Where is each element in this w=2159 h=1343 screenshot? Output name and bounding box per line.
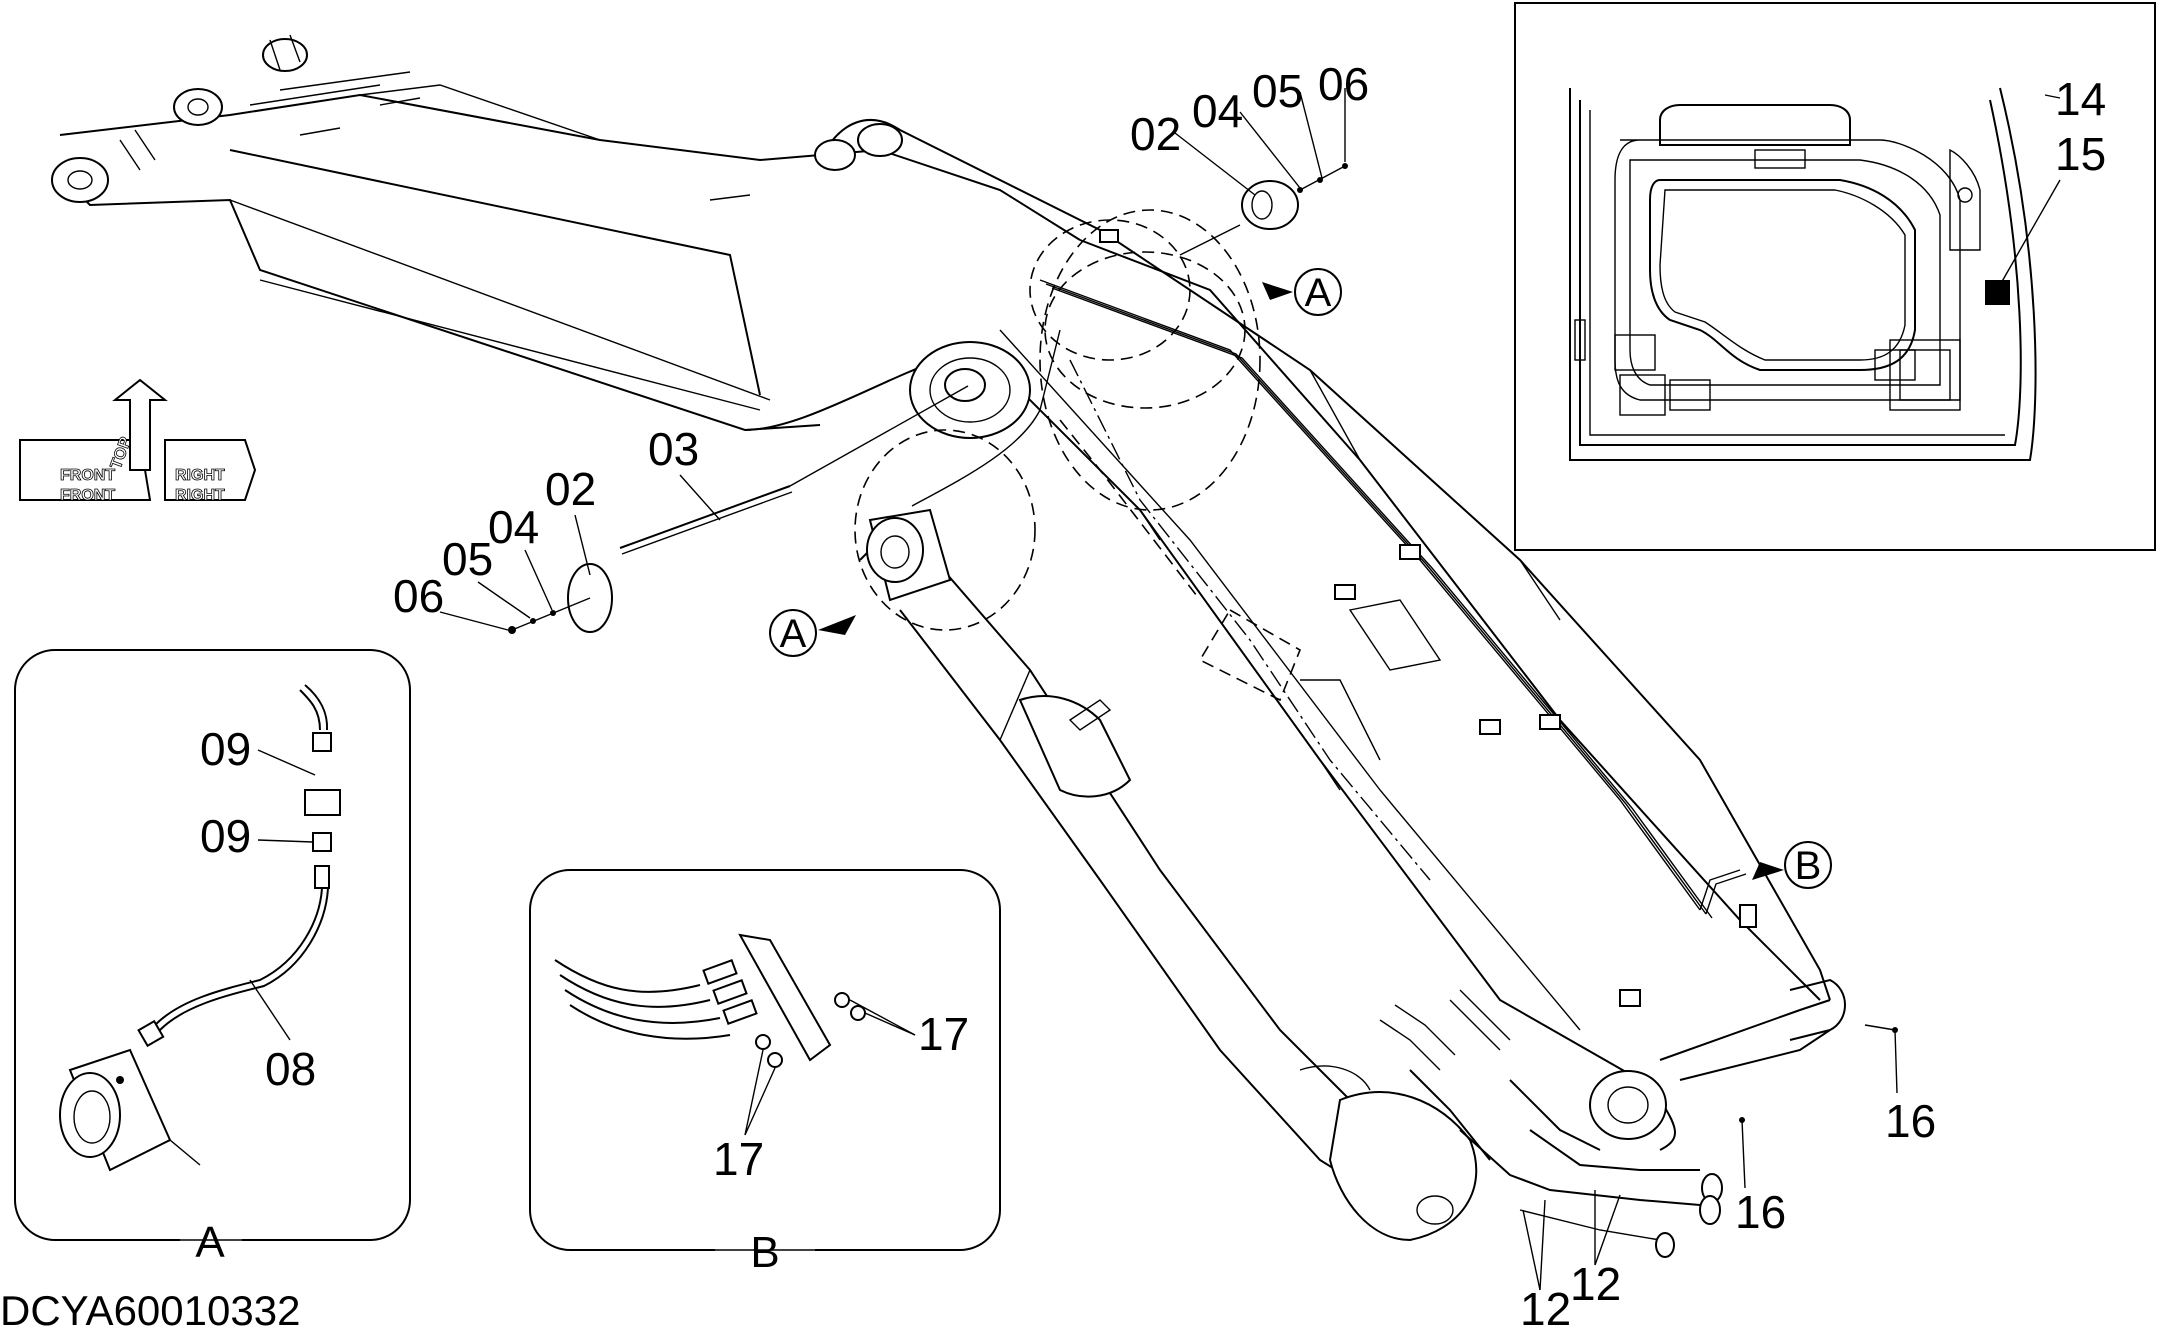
callout-09-upper: 09: [200, 723, 251, 775]
callout-16-bottom: 16: [1735, 1186, 1786, 1238]
callout-04-left: 04: [488, 501, 539, 553]
detail-ref-a-text: A: [780, 612, 807, 656]
callout-05-left: 05: [442, 533, 493, 585]
detail-ref-b-text: B: [1795, 844, 1822, 888]
callout-16-right: 16: [1885, 1095, 1936, 1147]
detail-b-box: B 17 17: [529, 869, 1001, 1277]
detail-ref-b: B: [1752, 841, 1832, 889]
callout-09-lower: 09: [200, 810, 251, 862]
pin-hardware-left: [508, 385, 969, 634]
detail-circles: [854, 209, 1261, 631]
callout-04-top: 04: [1192, 85, 1243, 137]
callout-02-left: 02: [545, 463, 596, 515]
callout-12-left: 12: [1520, 1283, 1571, 1335]
callout-12-right: 12: [1570, 1258, 1621, 1310]
callout-15: 15: [2055, 128, 2106, 180]
cab-inset: 14 15: [1514, 2, 2156, 551]
label-right-2: RIGHT: [175, 487, 225, 504]
detail-a-caption: A: [195, 1218, 225, 1267]
callout-17-bottom: 17: [713, 1133, 764, 1185]
detail-a-box: A 09 09 08: [14, 649, 411, 1267]
callout-06-left: 06: [393, 570, 444, 622]
boom-assembly: [51, 34, 1846, 1258]
detail-ref-a-lower: A: [769, 609, 856, 657]
document-code: DCYA60010332: [0, 1287, 300, 1334]
callout-05-top: 05: [1252, 65, 1303, 117]
callout-17-right: 17: [918, 1008, 969, 1060]
orientation-indicator: FRONT FRONT TOP RIGHT RIGHT: [19, 378, 257, 504]
label-front-2: FRONT: [60, 487, 115, 504]
detail-b-caption: B: [750, 1228, 779, 1277]
label-right-1: RIGHT: [175, 467, 225, 484]
pin-hardware-top: [1179, 163, 1348, 256]
callout-02-top: 02: [1130, 108, 1181, 160]
callout-03: 03: [648, 423, 699, 475]
callout-08: 08: [265, 1043, 316, 1095]
callout-14: 14: [2055, 73, 2106, 125]
label-front-1: FRONT: [60, 467, 115, 484]
main-callouts: 02 04 05 06 02 03 04 05 06 16 16 12 12: [393, 58, 1936, 1335]
detail-ref-a-text: A: [1305, 271, 1332, 315]
callout-06-top: 06: [1318, 58, 1369, 110]
detail-ref-a-upper: A: [1262, 268, 1342, 316]
